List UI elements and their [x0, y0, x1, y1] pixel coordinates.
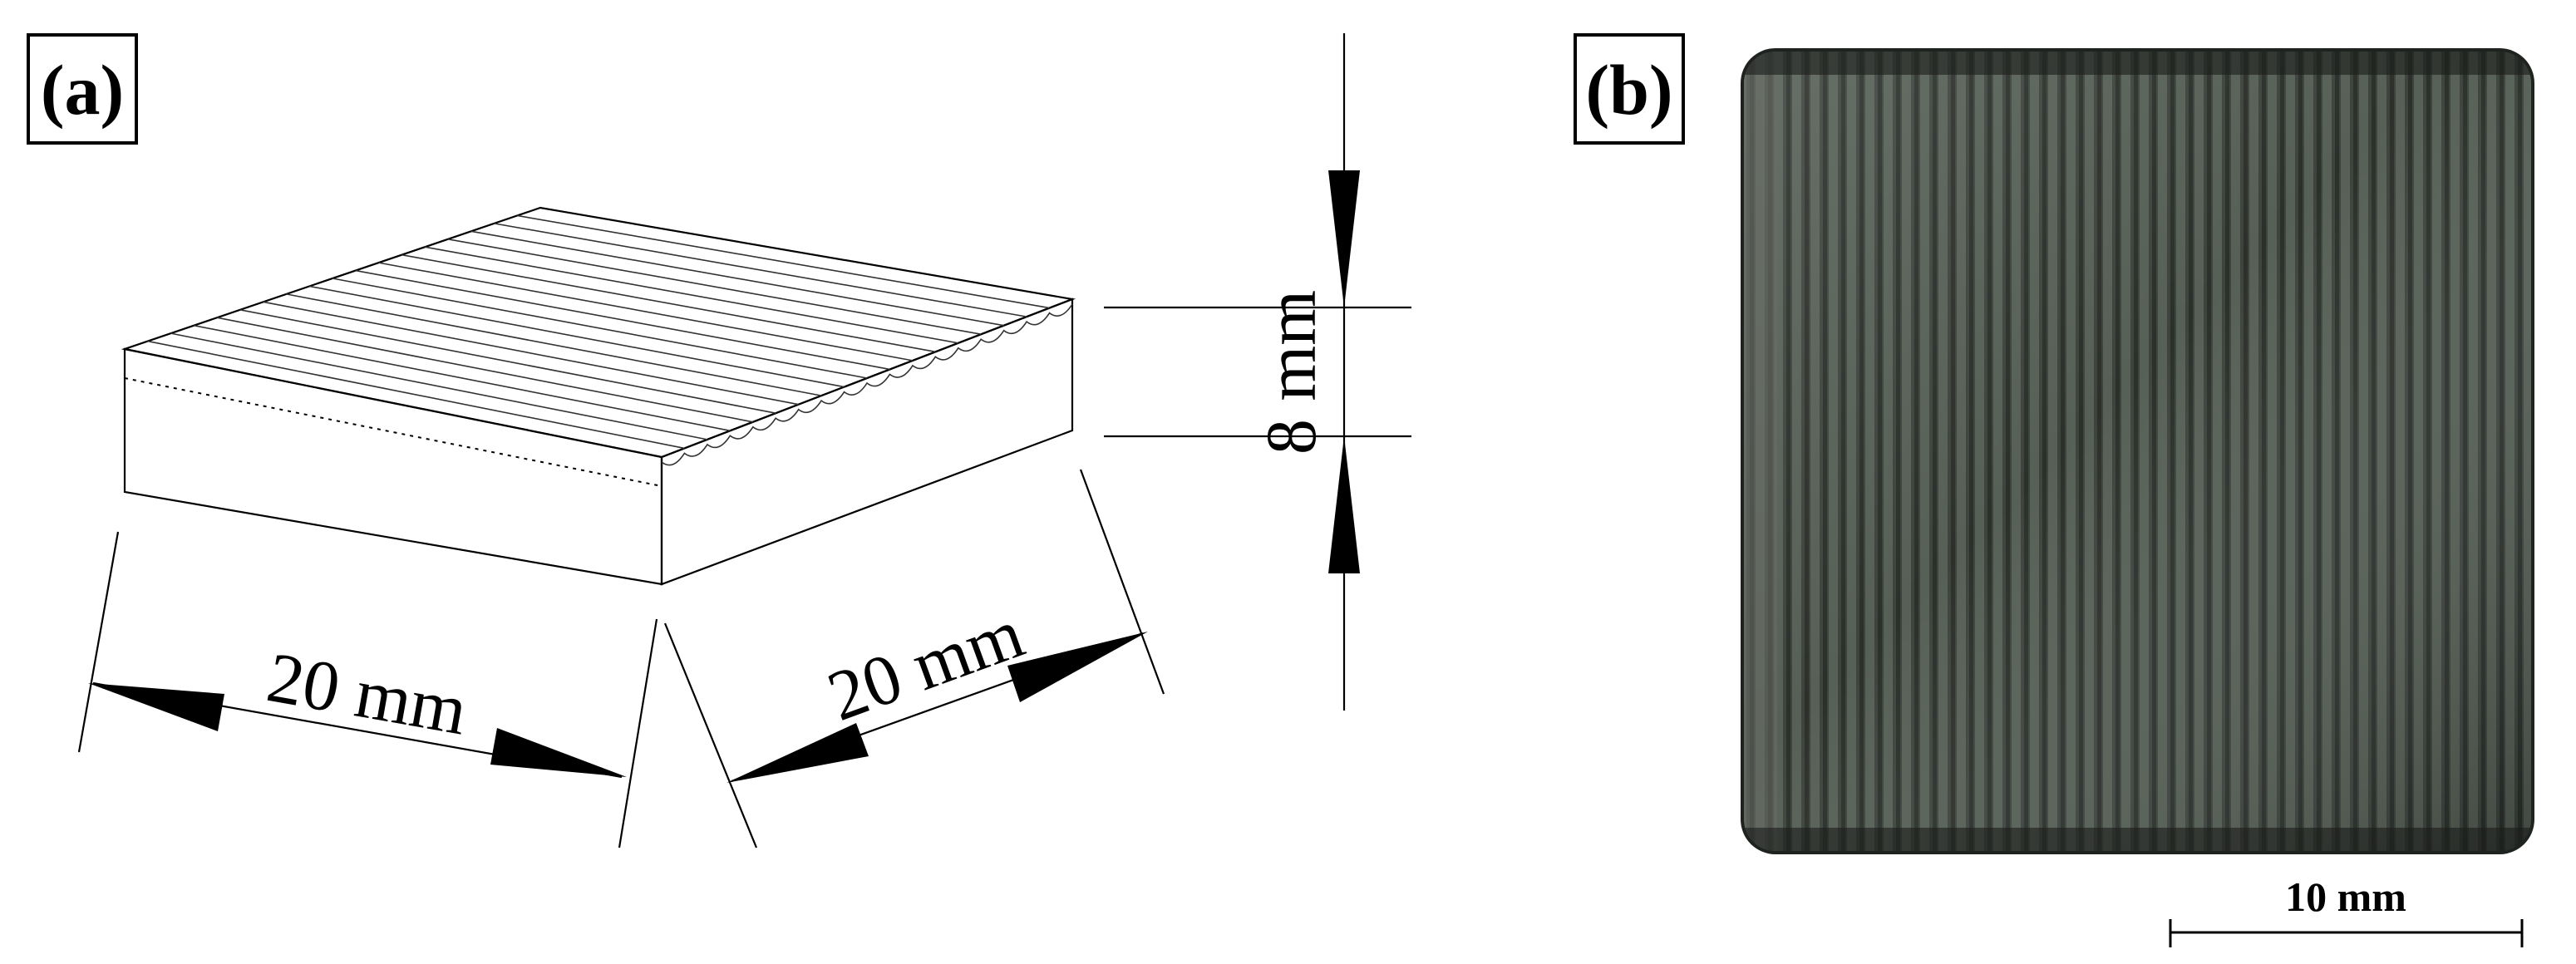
panel-a-label: (a): [27, 33, 138, 145]
block-schematic: [121, 206, 1076, 586]
weld-bead-line: [424, 246, 958, 344]
weld-bead-line: [378, 262, 914, 362]
weld-bead-line: [239, 308, 776, 415]
panel-b-label: (b): [1574, 33, 1685, 145]
dimension-width: 20 mm: [663, 469, 1165, 848]
weld-bead-line: [194, 324, 731, 432]
weld-bead-lines: [147, 214, 1050, 450]
dimension-length-label: 20 mm: [262, 637, 473, 750]
weld-bead-line: [170, 332, 708, 440]
weld-bead-line: [147, 340, 685, 450]
dimension-height: 8 mm: [1104, 33, 1411, 711]
dimension-width-label: 20 mm: [818, 593, 1034, 736]
svg-text:(b): (b): [1585, 50, 1672, 130]
weld-bead-line: [401, 253, 936, 353]
scale-bar: 10 mm: [2169, 873, 2524, 947]
weld-bead-line: [494, 223, 1027, 317]
weld-bead-line: [332, 278, 868, 379]
scale-bar-label: 10 mm: [2285, 873, 2406, 920]
weld-bead-line: [470, 230, 1004, 327]
weld-bead-profile: [661, 303, 1073, 466]
weld-bead-line: [263, 301, 799, 406]
dimension-height-label: 8 mm: [1251, 290, 1331, 455]
panel-a: (a) 20 mm: [27, 33, 1411, 848]
weld-bead-line: [309, 285, 845, 388]
weld-bead-line: [216, 317, 753, 423]
weld-bead-line: [286, 293, 822, 396]
dimension-length: 20 mm: [77, 531, 658, 848]
svg-text:(a): (a): [41, 50, 124, 130]
weld-bead-line: [355, 269, 890, 371]
weld-bead-line: [447, 238, 982, 336]
panel-b: (b) 10 mm: [1574, 33, 2534, 947]
sample-photo: [1741, 48, 2534, 854]
weld-bead-line: [517, 214, 1050, 309]
